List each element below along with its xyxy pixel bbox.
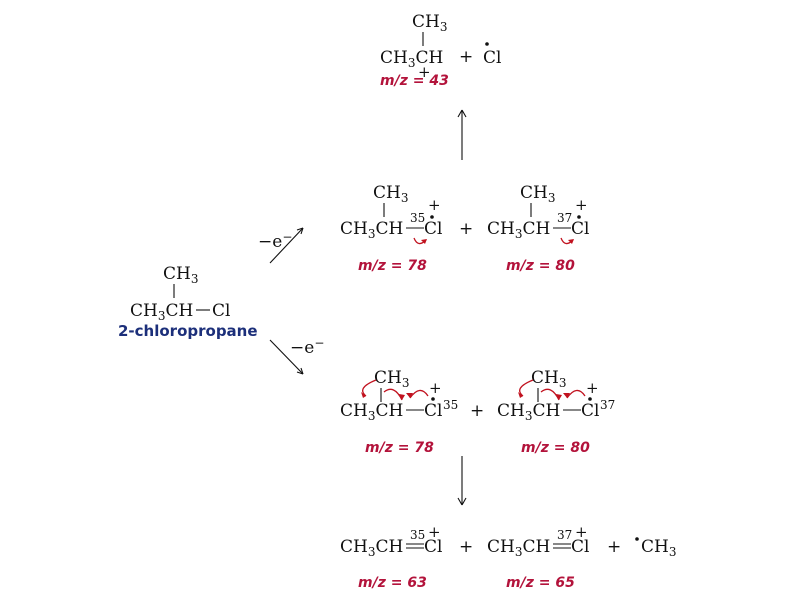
lower-ion-37: CH3 CH3CH Cl 37 + m/z = 80 xyxy=(497,368,615,456)
lower35-head-1 xyxy=(361,392,366,398)
top-branch-group: CH3 xyxy=(412,12,447,34)
lower37-chain: CH3CH xyxy=(497,401,560,423)
upper35-chlorine: Cl xyxy=(424,219,442,239)
bottom37-chain: CH3CH xyxy=(487,537,550,559)
bottom35-chain: CH3CH xyxy=(340,537,403,559)
methyl-radical-dot xyxy=(635,537,639,541)
lower37-head-2 xyxy=(556,394,562,400)
bottom-ion-37: CH3CH 37 Cl + m/z = 65 xyxy=(487,523,589,591)
ionization-label-down: −e− xyxy=(290,336,324,358)
bottom-plus-sign-2: + xyxy=(607,537,621,557)
methyl-radical-formula: CH3 xyxy=(641,537,676,559)
top-mz-label: m/z = 43 xyxy=(380,73,449,89)
bottom35-chlorine: Cl xyxy=(424,537,442,557)
lower37-fishhook-2 xyxy=(540,388,560,401)
bottom37-mz-label: m/z = 65 xyxy=(506,575,575,591)
upper-ion-35: CH3 CH3CH 35 Cl + m/z = 78 xyxy=(340,183,442,274)
lower37-radical-dot xyxy=(588,397,592,401)
upper-plus-sign: + xyxy=(459,219,473,239)
lower35-head-2 xyxy=(399,394,405,400)
top-products: CH3 CH3CH + + Cl m/z = 43 xyxy=(380,12,501,89)
reactant-branch-group: CH3 xyxy=(163,264,198,286)
lower37-isotope: 37 xyxy=(600,398,615,412)
bottom35-charge: + xyxy=(428,523,441,541)
ionization-arrow-down: −e− xyxy=(269,336,324,375)
lower35-fishhook-3 xyxy=(409,389,429,399)
upper37-isotope: 37 xyxy=(557,211,572,225)
lower35-head-3 xyxy=(406,393,413,398)
bottom-ion-35: CH3CH 35 Cl + m/z = 63 xyxy=(340,523,442,591)
upper37-arrowhead xyxy=(568,239,574,244)
bottom35-isotope: 35 xyxy=(410,528,425,542)
upper35-charge: + xyxy=(428,196,441,214)
lower37-fishhook-1 xyxy=(519,379,534,397)
lower37-mz-label: m/z = 80 xyxy=(521,440,590,456)
upper37-charge: + xyxy=(575,196,588,214)
top-chlorine-radical: Cl xyxy=(483,48,501,68)
upper37-branch: CH3 xyxy=(520,183,555,205)
lower-ion-35: CH3 CH3CH Cl 35 + m/z = 78 xyxy=(340,368,458,456)
reactant-name: 2-chloropropane xyxy=(118,322,258,340)
lower35-fishhook-2 xyxy=(383,388,403,401)
upper35-isotope: 35 xyxy=(410,211,425,225)
arrow-to-bottom-products xyxy=(457,456,467,506)
upper35-arrowhead xyxy=(421,239,427,244)
ionization-label-up: −e− xyxy=(258,230,292,252)
lower37-branch: CH3 xyxy=(531,368,566,390)
upper37-chlorine: Cl xyxy=(571,219,589,239)
lower37-head-1 xyxy=(518,392,523,398)
upper35-chain: CH3CH xyxy=(340,219,403,241)
bottom-plus-sign-1: + xyxy=(459,537,473,557)
reactant-molecule: CH3 CH3CH Cl 2-chloropropane xyxy=(118,264,258,340)
upper-ion-37: CH3 CH3CH 37 Cl + m/z = 80 xyxy=(487,183,589,274)
lower35-mz-label: m/z = 78 xyxy=(365,440,434,456)
lower35-branch: CH3 xyxy=(374,368,409,390)
chlorine-radical-dot xyxy=(485,42,489,46)
lower37-charge: + xyxy=(586,379,599,397)
upper37-chain: CH3CH xyxy=(487,219,550,241)
arrow-to-top-product xyxy=(457,109,467,160)
ionization-arrow-up: −e− xyxy=(258,227,304,264)
bottom37-charge: + xyxy=(575,523,588,541)
bottom37-isotope: 37 xyxy=(557,528,572,542)
upper37-mz-label: m/z = 80 xyxy=(506,258,575,274)
reactant-chlorine: Cl xyxy=(212,301,230,321)
bottom37-chlorine: Cl xyxy=(571,537,589,557)
lower37-chlorine: Cl xyxy=(581,401,599,421)
upper37-radical-dot xyxy=(577,215,581,219)
lower35-radical-dot xyxy=(431,397,435,401)
upper35-radical-dot xyxy=(430,215,434,219)
methyl-radical: CH3 xyxy=(635,537,676,559)
lower35-fishhook-1 xyxy=(362,379,377,397)
reactant-main-chain: CH3CH xyxy=(130,301,193,323)
lower37-head-3 xyxy=(563,393,570,398)
upper35-mz-label: m/z = 78 xyxy=(358,258,427,274)
top-cation-charge: + xyxy=(418,63,431,81)
lower37-fishhook-3 xyxy=(566,389,586,399)
lower35-chlorine: Cl xyxy=(424,401,442,421)
lower35-chain: CH3CH xyxy=(340,401,403,423)
lower35-isotope: 35 xyxy=(443,398,458,412)
lower35-charge: + xyxy=(429,379,442,397)
upper35-branch: CH3 xyxy=(373,183,408,205)
lower-plus-sign: + xyxy=(470,401,484,421)
top-carbocation-chain: CH3CH xyxy=(380,48,443,70)
bottom35-mz-label: m/z = 63 xyxy=(358,575,427,591)
top-plus-sign: + xyxy=(459,47,473,67)
